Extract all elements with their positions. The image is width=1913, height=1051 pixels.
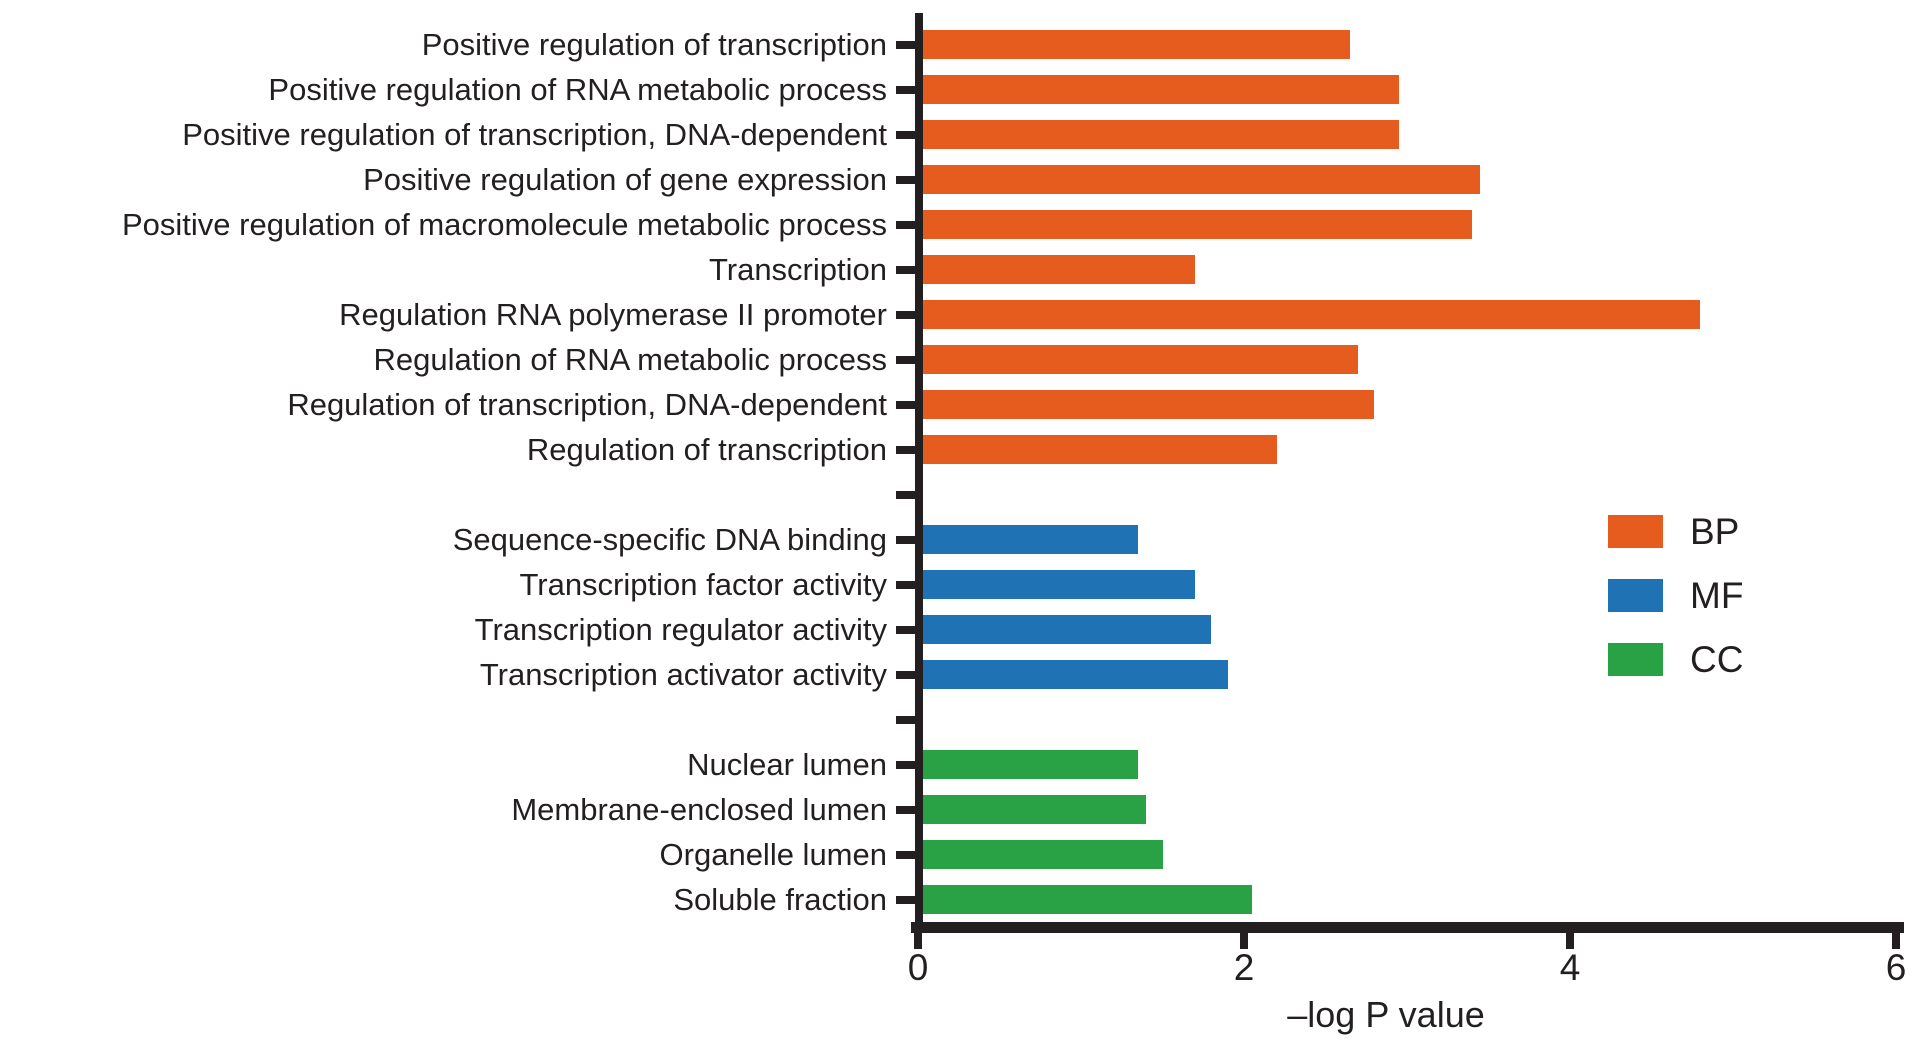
y-axis-gap-tick <box>896 716 915 724</box>
bar-bp <box>915 435 1277 464</box>
bar-cc <box>915 885 1253 914</box>
category-label: Positive regulation of transcription, DN… <box>182 117 887 152</box>
category-label: Transcription factor activity <box>519 567 887 602</box>
y-axis-tick <box>896 671 915 679</box>
category-label: Transcription <box>708 252 887 287</box>
bar-bp <box>915 390 1375 419</box>
category-label: Positive regulation of macromolecule met… <box>121 207 887 242</box>
bar-bp <box>915 75 1399 104</box>
legend-label-mf: MF <box>1690 575 1744 616</box>
y-axis-tick <box>896 266 915 274</box>
y-axis-tick <box>896 446 915 454</box>
y-axis-tick <box>896 806 915 814</box>
category-label: Membrane-enclosed lumen <box>511 792 887 827</box>
bar-bp <box>915 210 1473 239</box>
bar-cc <box>915 795 1147 824</box>
y-axis-tick <box>896 626 915 634</box>
x-axis-tick <box>1892 933 1900 949</box>
x-axis-tick <box>914 933 922 949</box>
x-axis-tick-label: 6 <box>1885 947 1907 988</box>
category-label: Positive regulation of transcription <box>421 27 887 62</box>
y-axis-tick <box>896 536 915 544</box>
legend-label-cc: CC <box>1690 639 1744 680</box>
y-axis-tick <box>896 401 915 409</box>
category-label: Regulation of RNA metabolic process <box>373 342 887 377</box>
y-axis-tick <box>896 221 915 229</box>
y-axis-tick <box>896 356 915 364</box>
category-label: Positive regulation of RNA metabolic pro… <box>268 72 887 107</box>
bar-cc <box>915 840 1163 869</box>
category-label: Regulation of transcription <box>526 432 887 467</box>
x-axis-line <box>911 922 1904 933</box>
bar-bp <box>915 30 1350 59</box>
x-axis-tick-label: 2 <box>1233 947 1255 988</box>
x-axis-tick-label: 4 <box>1559 947 1581 988</box>
y-axis-tick <box>896 851 915 859</box>
bar-bp <box>915 345 1359 374</box>
legend-label-bp: BP <box>1690 511 1740 552</box>
x-axis-title: –log P value <box>1287 994 1485 1035</box>
category-label: Positive regulation of gene expression <box>363 162 887 197</box>
category-label: Nuclear lumen <box>687 747 887 782</box>
y-axis-tick <box>896 311 915 319</box>
bar-mf <box>915 660 1228 689</box>
bar-cc <box>915 750 1139 779</box>
bar-mf <box>915 570 1196 599</box>
bar-bp <box>915 255 1196 284</box>
y-axis-gap-tick <box>896 491 915 499</box>
y-axis-tick <box>896 896 915 904</box>
bar-bp <box>915 120 1399 149</box>
x-axis-tick <box>1566 933 1574 949</box>
category-label: Soluble fraction <box>673 882 887 917</box>
x-axis-tick <box>1240 933 1248 949</box>
bar-bp <box>915 165 1481 194</box>
bar-mf <box>915 615 1212 644</box>
y-axis-tick <box>896 86 915 94</box>
x-axis-tick-label: 0 <box>907 947 929 988</box>
y-axis-tick <box>896 761 915 769</box>
y-axis-tick <box>896 131 915 139</box>
category-label: Organelle lumen <box>659 837 887 872</box>
category-label: Sequence-specific DNA binding <box>452 522 887 557</box>
y-axis-tick <box>896 176 915 184</box>
category-label: Transcription activator activity <box>479 657 887 692</box>
legend-swatch-bp <box>1608 515 1663 548</box>
bar-mf <box>915 525 1139 554</box>
category-label: Regulation of transcription, DNA-depende… <box>287 387 887 422</box>
category-label: Regulation RNA polymerase II promoter <box>339 297 887 332</box>
y-axis-line <box>915 13 923 933</box>
category-label: Transcription regulator activity <box>474 612 887 647</box>
bar-bp <box>915 300 1701 329</box>
y-axis-tick <box>896 581 915 589</box>
y-axis-tick <box>896 41 915 49</box>
legend-swatch-cc <box>1608 643 1663 676</box>
legend-swatch-mf <box>1608 579 1663 612</box>
